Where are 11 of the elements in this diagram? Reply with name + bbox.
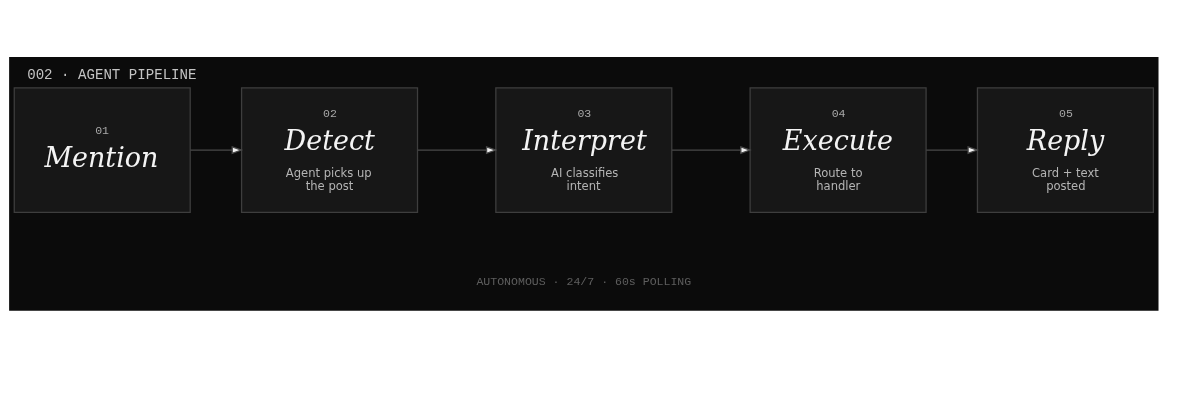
arrow <box>417 146 498 155</box>
label: AUTONOMOUS · 24/7 · 60s POLLING <box>476 275 692 289</box>
diagram-title: 002 · AGENT PIPELINE <box>27 66 197 83</box>
node-box: 05 Reply Card + text posted <box>976 87 1155 214</box>
arrow <box>671 146 752 155</box>
arrow <box>189 146 244 155</box>
node-box: 01 Mention <box>13 87 191 214</box>
node-box: 03 Interpret AI classifies intent <box>495 87 673 214</box>
node-box: 04 Execute Route to handler <box>749 87 927 214</box>
arrow <box>925 146 980 155</box>
node-box: 02 Detect Agent picks up the post <box>240 87 419 214</box>
